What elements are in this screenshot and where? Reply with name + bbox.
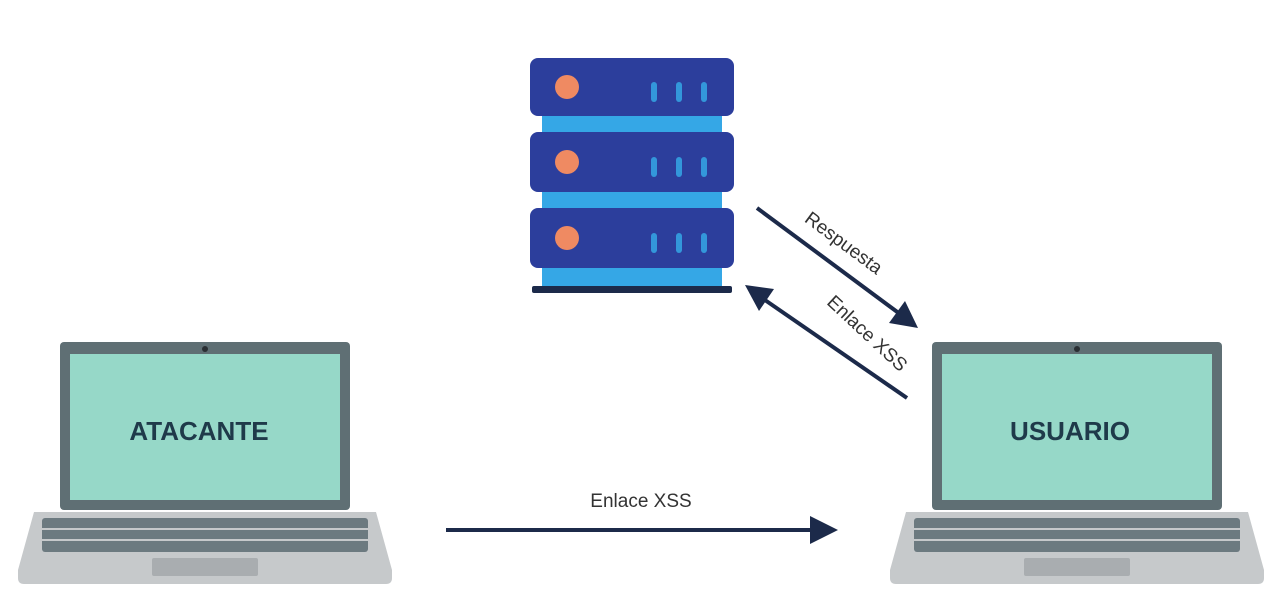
user-label: USUARIO	[1010, 416, 1130, 446]
attacker-to-user-arrow	[446, 516, 838, 544]
server-light-icon	[555, 75, 579, 99]
server-icon	[530, 58, 734, 293]
server-light-icon	[555, 226, 579, 250]
user-to-server-label: Enlace XSS	[823, 292, 911, 377]
server-unit	[530, 58, 734, 132]
attacker-label: ATACANTE	[129, 416, 268, 446]
server-to-user-arrow	[755, 206, 918, 328]
keyboard	[42, 518, 368, 552]
server-unit	[530, 208, 734, 286]
trackpad	[1024, 558, 1130, 576]
user-laptop-icon	[890, 342, 1264, 584]
server-light-icon	[555, 150, 579, 174]
attacker-screen	[70, 354, 340, 500]
user-to-server-arrow	[745, 285, 909, 400]
trackpad	[152, 558, 258, 576]
keyboard	[914, 518, 1240, 552]
attacker-to-user-label: Enlace XSS	[590, 491, 691, 512]
server-to-user-label: Respuesta	[801, 208, 887, 279]
attacker-laptop-icon	[18, 342, 392, 584]
server-unit	[530, 132, 734, 208]
user-screen	[942, 354, 1212, 500]
